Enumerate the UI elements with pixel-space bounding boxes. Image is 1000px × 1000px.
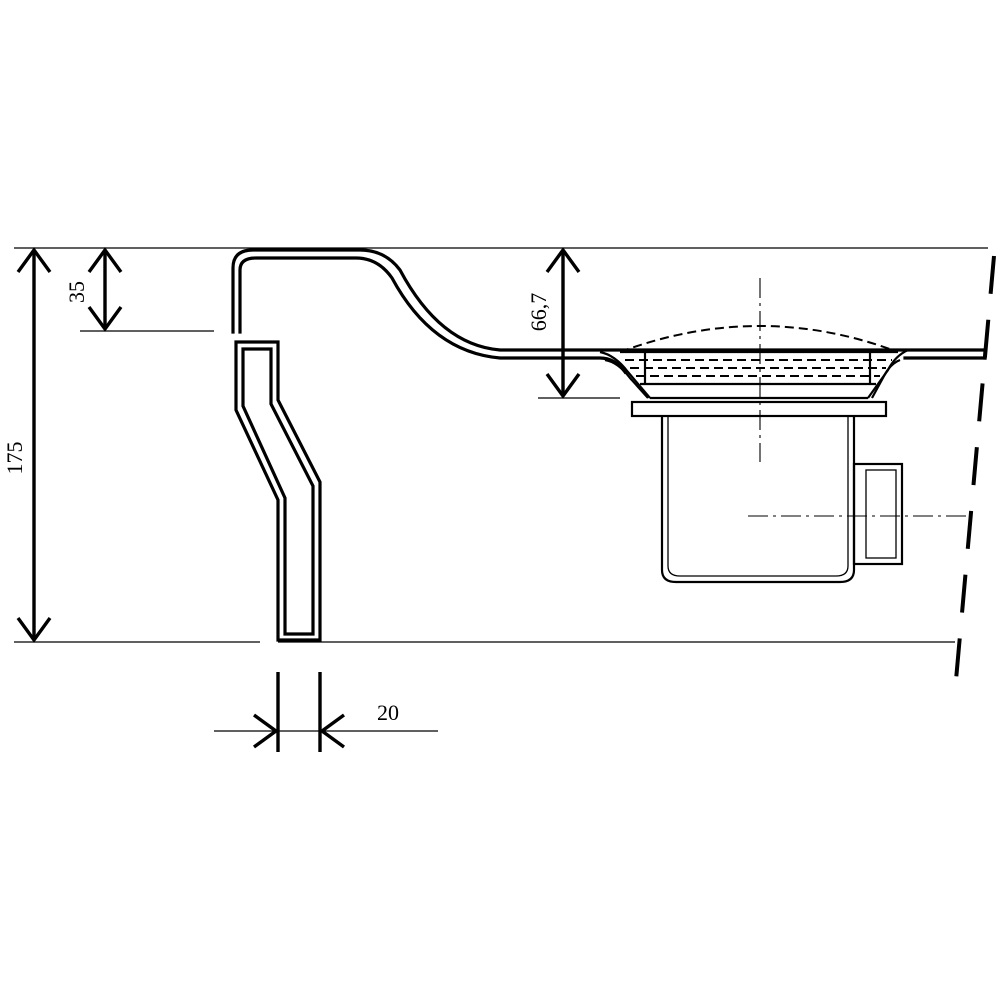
arrowhead-35-top bbox=[87, 247, 123, 273]
dim-label-175: 175 bbox=[2, 442, 27, 475]
dim-label-66-7: 66,7 bbox=[526, 293, 551, 332]
drain-funnel-right bbox=[867, 349, 909, 399]
dimension-total-height: 175 bbox=[2, 247, 260, 643]
arrowhead-35-bottom bbox=[87, 306, 123, 332]
tray-inner-skin bbox=[238, 256, 628, 375]
grate-dome bbox=[619, 325, 899, 353]
arrowhead-20-right bbox=[319, 713, 345, 749]
arrowhead-20-left bbox=[253, 713, 279, 749]
drain-funnel-left bbox=[599, 350, 651, 399]
support-leg bbox=[234, 340, 322, 642]
break-line bbox=[954, 255, 996, 681]
arrowhead-66-bottom bbox=[545, 373, 581, 399]
drain-body bbox=[660, 416, 856, 584]
dimension-drain-depth: 66,7 bbox=[526, 247, 620, 399]
dim-label-20: 20 bbox=[377, 700, 399, 725]
tray-outline bbox=[231, 247, 988, 375]
drain-side-outlet bbox=[852, 462, 904, 566]
support-leg-inner bbox=[241, 347, 315, 636]
drain-side-outlet-inner bbox=[865, 469, 897, 559]
tray-outer-skin bbox=[231, 248, 987, 360]
arrowhead-175-top bbox=[16, 247, 52, 273]
support-leg-outer bbox=[234, 340, 322, 642]
drain-funnel-right-inner bbox=[871, 358, 901, 399]
drain-body-inner bbox=[667, 416, 849, 577]
drain-funnel-left-inner bbox=[604, 358, 649, 399]
drain-assembly bbox=[599, 278, 968, 584]
arrowhead-66-top bbox=[545, 247, 581, 273]
drain-flange bbox=[630, 400, 888, 418]
dimension-wall-thickness: 20 bbox=[214, 672, 438, 752]
arrowhead-175-bottom bbox=[16, 617, 52, 643]
dim-label-35: 35 bbox=[64, 281, 89, 303]
dimension-rim-depth: 35 bbox=[64, 247, 214, 332]
